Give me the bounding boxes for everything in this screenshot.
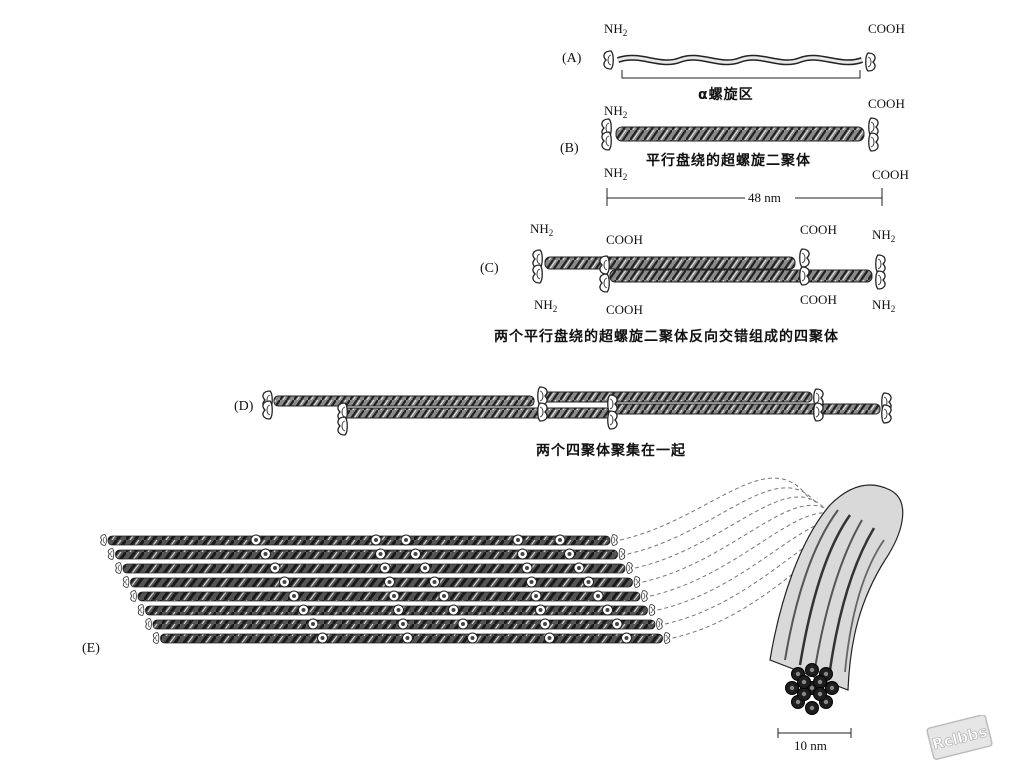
panel-e-scale-label: 10 nm <box>794 738 827 753</box>
panel-c-cooh-bottom-right-label: COOH <box>800 292 837 307</box>
tail-icon <box>599 255 610 275</box>
panel-c <box>532 248 886 293</box>
n-terminal-head-icon <box>603 50 614 70</box>
panel-a-nh2-label: NH2 <box>604 21 628 38</box>
panel-c-nh2-bottom-right-label: NH2 <box>872 297 896 314</box>
head-icon <box>532 264 543 284</box>
protofilament-row <box>137 604 656 616</box>
panel-a <box>603 50 876 79</box>
panel-b-label: (B) <box>560 141 579 156</box>
panel-b-length-label: 48 nm <box>748 190 781 205</box>
protofilament-row <box>107 548 626 560</box>
tail-icon <box>799 248 810 268</box>
panel-a-cooh-label: COOH <box>868 21 905 36</box>
dimer-rod-upper <box>544 256 796 270</box>
c-terminal-tail-icon <box>865 52 876 72</box>
head-icon <box>875 270 886 290</box>
tail-icon <box>607 394 618 414</box>
protofilament-row <box>145 618 663 630</box>
tetramer-rod-4 <box>609 403 881 415</box>
filament-cross-section <box>785 663 839 715</box>
c-terminal-tail-icon <box>868 132 879 152</box>
tetramer-rod-1 <box>273 395 535 407</box>
tail-icon <box>599 273 610 293</box>
tail-icon <box>799 266 810 286</box>
panel-b-nh2-bottom-label: NH2 <box>604 165 628 182</box>
panel-c-label: (C) <box>480 261 499 276</box>
panel-c-cooh-top-left-label: COOH <box>606 232 643 247</box>
head-icon <box>337 416 348 436</box>
n-terminal-head-icon <box>601 131 612 151</box>
protofilament-row <box>130 590 648 602</box>
tetramer-rod-2 <box>339 407 611 419</box>
panel-d <box>262 386 892 436</box>
panel-b-caption: 平行盘绕的超螺旋二聚体 <box>646 153 811 169</box>
coiled-coil-dimer-rod <box>615 126 865 142</box>
tail-icon <box>607 410 618 430</box>
bundle-scale-bar <box>777 728 852 738</box>
head-icon <box>875 254 886 274</box>
panel-a-label: (A) <box>562 51 582 66</box>
panel-d-caption: 两个四聚体聚集在一起 <box>536 443 686 459</box>
panel-c-cooh-bottom-left-label: COOH <box>606 302 643 317</box>
protofilament-sheet <box>100 534 671 644</box>
panel-d-label: (D) <box>234 399 254 414</box>
protofilament-row <box>152 632 671 644</box>
panel-b-cooh-bottom-label: COOH <box>872 167 909 182</box>
panel-b <box>601 117 883 206</box>
tail-icon <box>537 402 548 422</box>
watermark-logo: Rclbbs <box>926 715 993 760</box>
tail-icon <box>537 386 548 406</box>
panel-e-label: (E) <box>82 641 100 656</box>
length-scale-bar <box>606 188 883 206</box>
panel-c-nh2-bottom-left-label: NH2 <box>534 297 558 314</box>
panel-c-nh2-top-left-label: NH2 <box>530 221 554 238</box>
panel-c-nh2-top-right-label: NH2 <box>872 227 896 244</box>
panel-c-caption: 两个平行盘绕的超螺旋二聚体反向交错组成的四聚体 <box>494 329 839 345</box>
head-icon <box>881 404 892 424</box>
panel-b-nh2-top-label: NH2 <box>604 103 628 120</box>
panel-c-cooh-top-right-label: COOH <box>800 222 837 237</box>
dimer-rod-lower <box>609 269 873 283</box>
tetramer-rod-3 <box>539 391 813 403</box>
panel-a-caption: α螺旋区 <box>698 87 754 103</box>
filament-bundle <box>769 484 904 715</box>
panel-b-cooh-top-label: COOH <box>868 96 905 111</box>
protofilament-row <box>100 534 618 546</box>
panel-e <box>100 477 904 738</box>
tail-icon <box>813 402 824 422</box>
head-icon <box>262 400 273 420</box>
protofilament-row <box>122 576 641 588</box>
protofilament-row <box>115 562 633 574</box>
